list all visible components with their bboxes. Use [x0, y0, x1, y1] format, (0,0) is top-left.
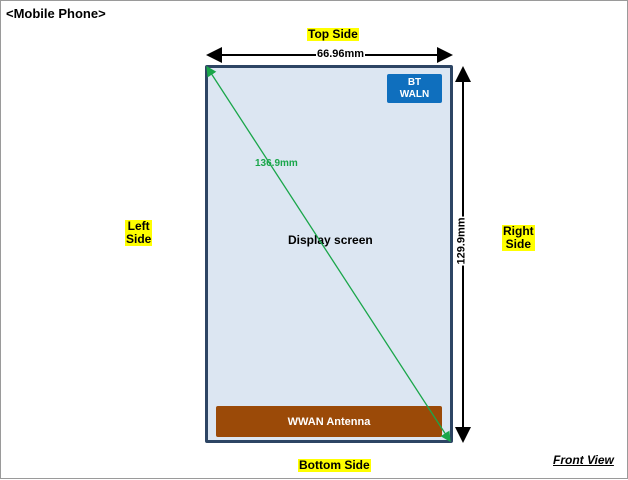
- diagonal-dimension-label: 136.9mm: [255, 158, 298, 169]
- left-side-line1: Left: [125, 220, 153, 233]
- front-view-label: Front View: [553, 453, 614, 467]
- bottom-side-label: Bottom Side: [298, 458, 371, 472]
- right-side-line1: Right: [502, 224, 535, 238]
- left-side-label: Left Side: [125, 220, 153, 246]
- right-side-label: Right Side: [502, 225, 535, 251]
- diagram-title: <Mobile Phone>: [6, 6, 106, 21]
- diagonal-arrow: [206, 65, 451, 443]
- top-side-label: Top Side: [307, 27, 359, 41]
- right-side-line2: Side: [502, 238, 535, 251]
- width-dimension-label: 66.96mm: [316, 48, 366, 60]
- height-dimension-label: 129.9mm: [455, 216, 468, 266]
- left-side-line2: Side: [125, 232, 153, 246]
